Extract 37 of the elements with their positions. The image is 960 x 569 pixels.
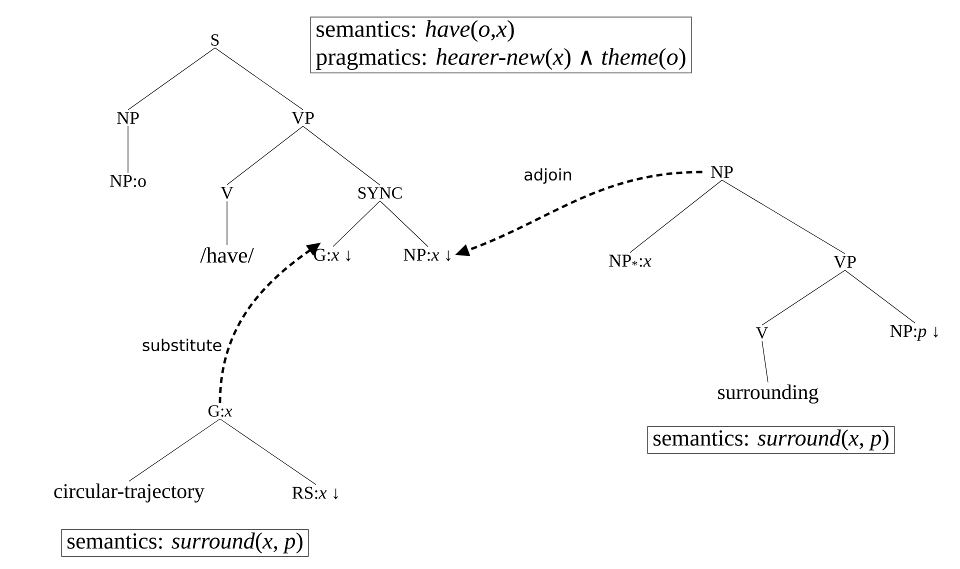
tree-branch xyxy=(220,418,316,485)
tree-branch xyxy=(380,200,428,247)
edge-label: substitute xyxy=(140,338,224,352)
annotation-box: semantics: surround(x, p) xyxy=(647,426,895,454)
tree-label: VP xyxy=(834,256,856,268)
tree-label: G:x ↓ xyxy=(314,248,350,262)
tree-branch xyxy=(630,180,722,253)
tree-label: NP xyxy=(117,112,139,124)
tree-label: surrounding xyxy=(718,384,818,404)
tree-branch xyxy=(762,340,768,383)
annotation-box: semantics: have(o,x) pragmatics: hearer-new(x) ∧ theme(o) xyxy=(310,16,692,74)
tree-label: G:x xyxy=(208,405,232,417)
annotation-box: semantics: surround(x, p) xyxy=(61,529,309,557)
tree-branch xyxy=(332,200,380,247)
tree-branch xyxy=(226,200,228,246)
tree-label: SYNC xyxy=(358,187,402,199)
tree-label: NP xyxy=(711,166,733,178)
tree-label: VP xyxy=(292,112,314,124)
tree-label: /have/ xyxy=(200,247,254,263)
tree-branch xyxy=(226,126,304,186)
tree-branch xyxy=(128,418,220,482)
tree-label: RS:x ↓ xyxy=(292,486,338,500)
edge-label: adjoin xyxy=(522,167,574,185)
tree-branch xyxy=(762,270,846,326)
tree-branch xyxy=(844,270,916,324)
tree-branch xyxy=(128,48,216,110)
tree-label: NP$_{*}$:x xyxy=(609,254,652,267)
tree-label: S xyxy=(211,34,219,46)
tree-label: NP:x ↓ xyxy=(404,248,450,262)
tree-branch xyxy=(722,180,846,254)
tree-label: V xyxy=(220,186,234,200)
tree-label: circular-trajectory xyxy=(54,483,205,503)
tree-label: NP:o xyxy=(110,174,146,187)
tree-branch xyxy=(214,48,304,110)
tree-label: NP:p ↓ xyxy=(890,325,938,341)
tree-branch xyxy=(302,126,380,186)
tree-label: V xyxy=(756,327,768,339)
